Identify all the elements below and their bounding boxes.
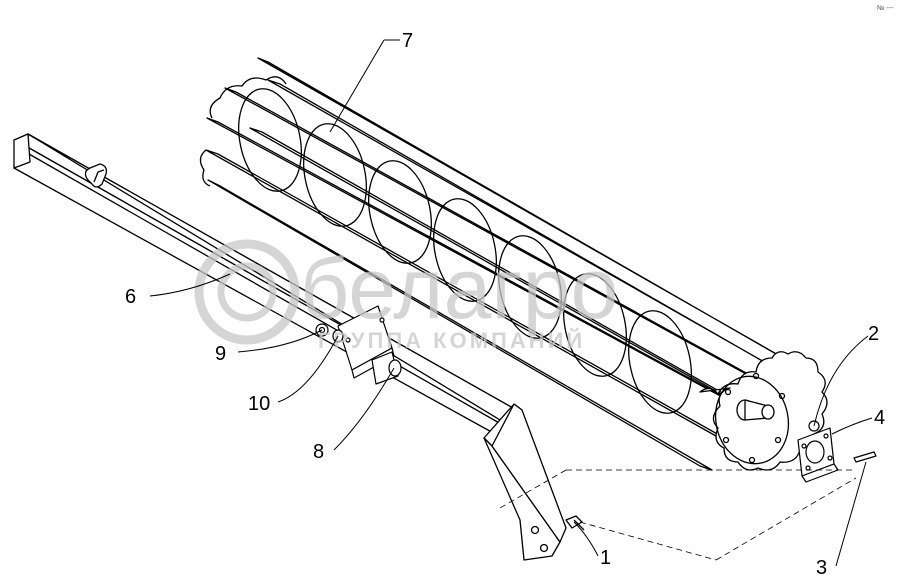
watermark: белагро ГРУППА КОМПАНИЙ	[194, 239, 618, 353]
label-2: 2	[868, 323, 879, 345]
label-1: 1	[600, 547, 611, 569]
bearing-housing	[797, 420, 877, 483]
callout-leaders	[149, 39, 873, 567]
assembly-lines	[499, 469, 857, 561]
label-10: 10	[248, 393, 270, 415]
label-8: 8	[313, 441, 324, 463]
label-7: 7	[402, 30, 413, 52]
label-9: 9	[215, 343, 226, 365]
corner-mark: № ---	[877, 5, 894, 12]
clamp-assembly	[315, 305, 402, 385]
watermark-subtitle: ГРУППА КОМПАНИЙ	[318, 328, 585, 353]
mounting-bracket	[483, 403, 585, 561]
roller-drum	[199, 57, 828, 471]
label-6: 6	[125, 286, 136, 308]
watermark-brand: белагро	[300, 241, 618, 337]
watermark-logo-icon	[194, 239, 300, 345]
label-4: 4	[874, 407, 885, 429]
label-3: 3	[816, 557, 827, 579]
